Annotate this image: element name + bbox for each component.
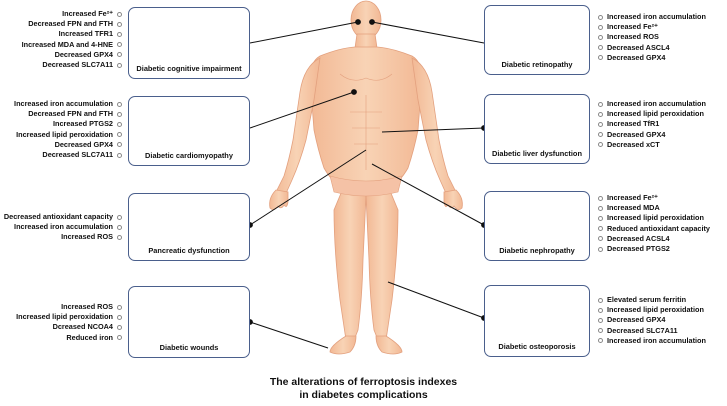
index-item: Decreased GPX4 xyxy=(14,140,126,150)
title-pancreatic: Pancreatic dysfunction xyxy=(148,246,230,255)
index-item: Decreased GPX4 xyxy=(594,315,706,325)
list-retinopathy: Increased iron accumulation Increased Fe… xyxy=(594,12,706,63)
list-cognitive: Increased Fe²⁺ Decreased FPN and FTH Inc… xyxy=(22,9,126,70)
list-nephropathy: Increased Fe²⁺ Increased MDA Increased l… xyxy=(594,193,710,254)
index-item: Increased PTGS2 xyxy=(14,119,126,129)
index-item: Decreased GPX4 xyxy=(594,53,706,63)
list-pancreatic: Decreased antioxidant capacity Increased… xyxy=(4,212,126,243)
index-item: Decreased SLC7A11 xyxy=(22,60,126,70)
index-item: Increased MDA and 4-HNE xyxy=(22,40,126,50)
list-liver: Increased iron accumulation Increased li… xyxy=(594,99,706,150)
index-item: Dcreased NCOA4 xyxy=(16,322,126,332)
list-cardiomyopathy: Increased iron accumulation Decreased FP… xyxy=(14,99,126,160)
index-item: Increased lipid peroxidation xyxy=(594,109,706,119)
list-wounds: Increased ROS Increased lipid peroxidati… xyxy=(16,302,126,343)
index-item: Decreased SLC7A11 xyxy=(594,326,706,336)
title-wounds: Diabetic wounds xyxy=(159,343,219,352)
index-item: Increased TfR1 xyxy=(594,119,706,129)
card-pancreatic: Pancreatic dysfunction xyxy=(128,193,250,261)
index-item: Decreased xCT xyxy=(594,140,706,150)
index-item: Decreased ASCL4 xyxy=(594,43,706,53)
hip-band xyxy=(329,175,403,197)
index-item: Reduced antioxidant capacity xyxy=(594,224,710,234)
index-item: Increased lipid peroxidation xyxy=(594,213,710,223)
index-item: Increased Fe²⁺ xyxy=(594,22,706,32)
index-item: Increased ROS xyxy=(16,302,126,312)
index-item: Decreased FPN and FTH xyxy=(22,19,126,29)
figure-caption: The alterations of ferroptosis indexes i… xyxy=(0,376,727,402)
index-item: Increased MDA xyxy=(594,203,710,213)
title-retinopathy: Diabetic retinopathy xyxy=(501,60,573,69)
title-liver: Diabetic liver dysfunction xyxy=(492,149,582,158)
card-nephropathy: Diabetic nephropathy xyxy=(484,191,590,261)
card-cardiomyopathy: Diabetic cardiomyopathy xyxy=(128,96,250,166)
card-liver: Diabetic liver dysfunction xyxy=(484,94,590,164)
human-figure xyxy=(269,0,463,355)
index-item: Increased lipid peroxidation xyxy=(14,130,126,140)
card-wounds: Diabetic wounds xyxy=(128,286,250,358)
title-osteoporosis: Diabetic osteoporosis xyxy=(498,342,576,351)
index-item: Increased Fe²⁺ xyxy=(22,9,126,19)
abdomen-lines xyxy=(339,73,393,170)
index-item: Increased ROS xyxy=(594,32,706,42)
title-cardiomyopathy: Diabetic cardiomyopathy xyxy=(145,151,233,160)
index-item: Increased TFR1 xyxy=(22,29,126,39)
index-item: Increased iron accumulation xyxy=(14,99,126,109)
index-item: Decreased GPX4 xyxy=(594,130,706,140)
index-item: Increased Fe²⁺ xyxy=(594,193,710,203)
index-item: Increased iron accumulation xyxy=(594,12,706,22)
index-item: Elevated serum ferritin xyxy=(594,295,706,305)
index-item: Increased ROS xyxy=(4,232,126,242)
index-item: Decreased antioxidant capacity xyxy=(4,212,126,222)
index-item: Increased iron accumulation xyxy=(594,336,706,346)
index-item: Decreased FPN and FTH xyxy=(14,109,126,119)
title-nephropathy: Diabetic nephropathy xyxy=(499,246,575,255)
list-osteoporosis: Elevated serum ferritin Increased lipid … xyxy=(594,295,706,346)
index-item: Decreased PTGS2 xyxy=(594,244,710,254)
index-item: Increased lipid peroxidation xyxy=(594,305,706,315)
title-cognitive: Diabetic cognitive impairment xyxy=(136,64,242,73)
index-item: Increased lipid peroxidation xyxy=(16,312,126,322)
index-item: Reduced iron xyxy=(16,333,126,343)
index-item: Increased iron accumulation xyxy=(594,99,706,109)
index-item: Decreased ACSL4 xyxy=(594,234,710,244)
caption-line-2: in diabetes complications xyxy=(299,389,428,401)
card-retinopathy: Diabetic retinopathy xyxy=(484,5,590,75)
caption-line-1: The alterations of ferroptosis indexes xyxy=(269,376,458,388)
card-cognitive: Diabetic cognitive impairment xyxy=(128,7,250,79)
index-item: Decreased GPX4 xyxy=(22,50,126,60)
index-item: Increased iron accumulation xyxy=(4,222,126,232)
index-item: Decreased SLC7A11 xyxy=(14,150,126,160)
card-osteoporosis: Diabetic osteoporosis xyxy=(484,285,590,357)
